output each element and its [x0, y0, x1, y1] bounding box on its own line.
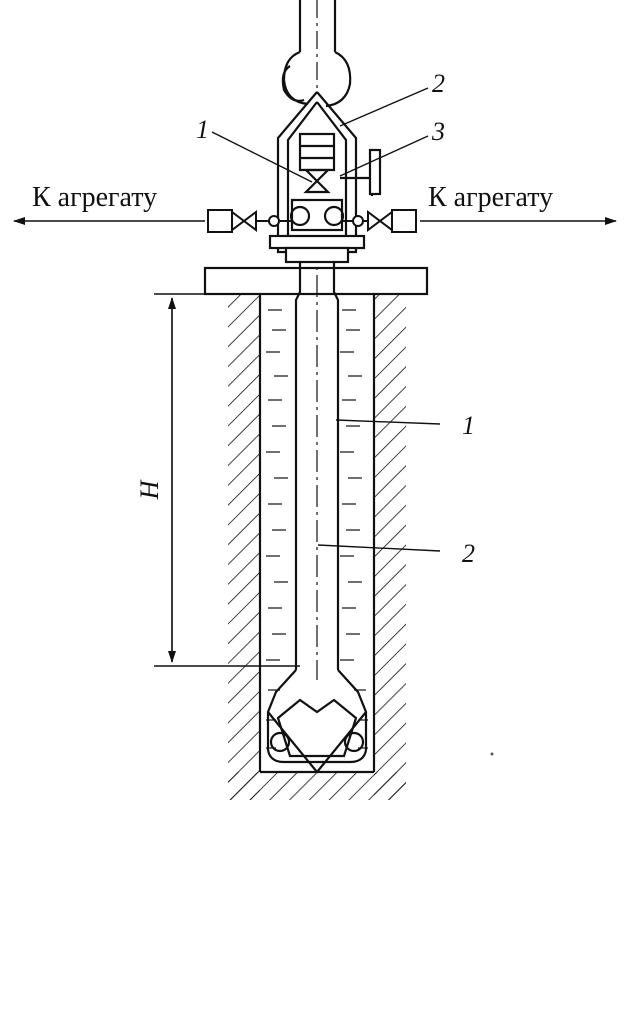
crane-hook: [281, 0, 352, 108]
depth-dimension: [154, 293, 300, 667]
scan-speck: [490, 752, 494, 756]
callout-lower-1: 1: [462, 411, 475, 440]
wellhead-platform: [203, 266, 429, 296]
left-arrow-label: К агрегату: [32, 182, 157, 213]
callout-top-3: 3: [431, 117, 445, 146]
left-valve: [207, 209, 292, 233]
callout-top-2: 2: [432, 69, 445, 98]
right-valve: [342, 209, 417, 233]
drill-pipe: [294, 240, 340, 680]
drill-bit: [266, 669, 368, 773]
callout-top-1: 1: [196, 115, 209, 144]
lower-callout-leaders: [317, 419, 441, 552]
soil-hatching: [228, 295, 406, 800]
right-arrow-label: К агрегату: [428, 182, 553, 213]
upper-callout-leaders: [211, 87, 429, 183]
swivel-assembly: [268, 91, 382, 264]
depth-label: H: [135, 479, 164, 500]
callout-lower-2: 2: [462, 539, 475, 568]
